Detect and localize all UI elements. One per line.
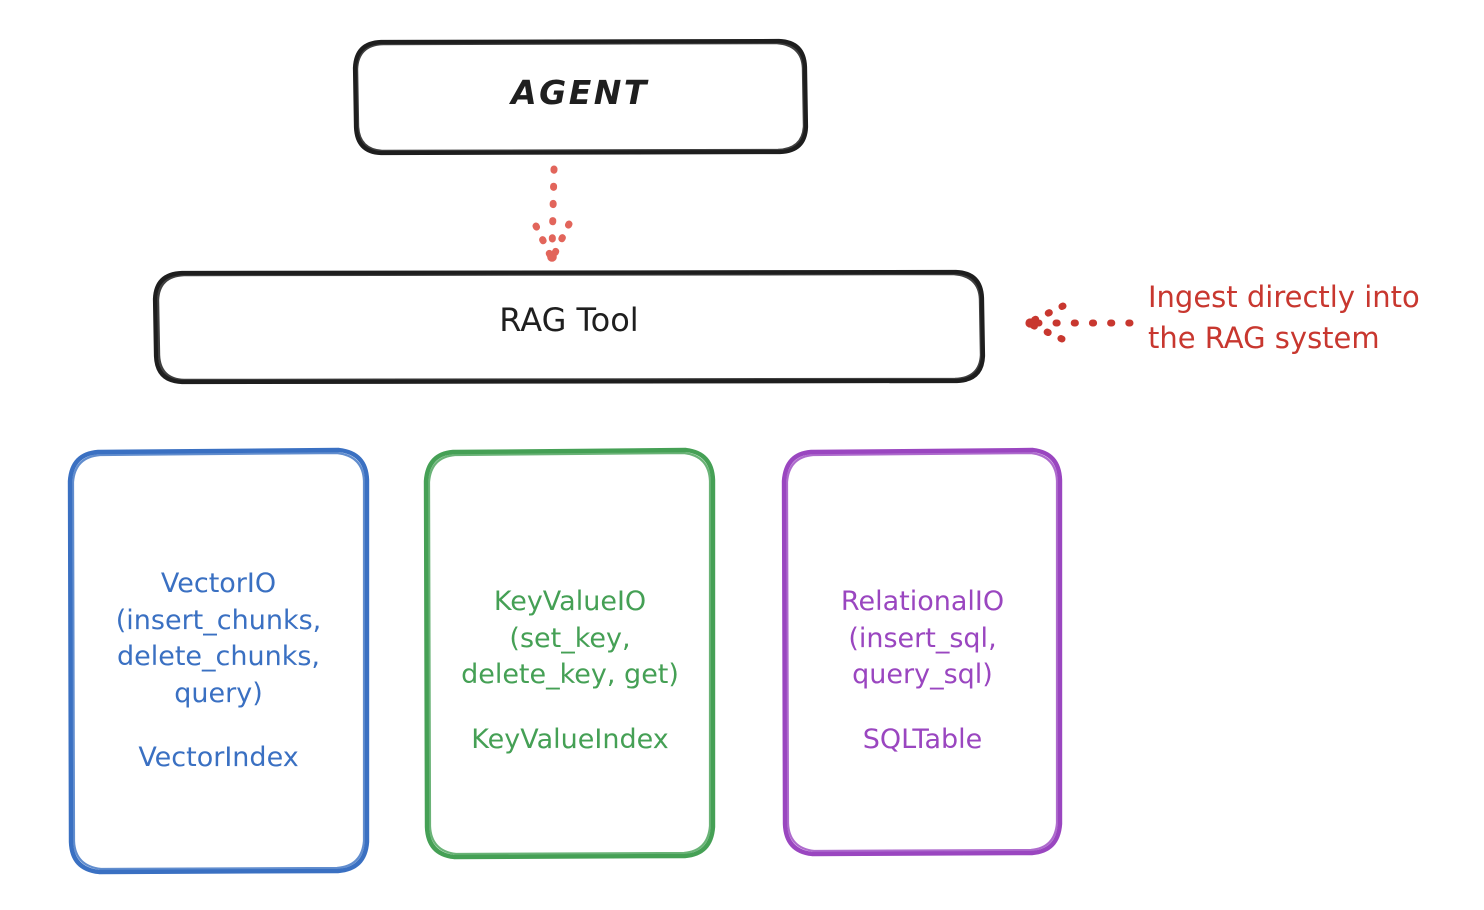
rag-tool-node-label: RAG Tool: [499, 301, 639, 339]
key-value-io-methods-label: KeyValueIO (set_key, delete_key, get): [461, 586, 679, 691]
vector-io-node-text: VectorIO (insert_chunks, delete_chunks, …: [70, 530, 367, 813]
relational-io-node-text: RelationalIO (insert_sql, query_sql) SQL…: [785, 548, 1060, 795]
relational-io-node-shape[interactable]: [781, 447, 1063, 857]
vector-io-index-label: VectorIndex: [138, 742, 299, 774]
agent-node-shape[interactable]: [352, 38, 809, 156]
ingest-annotation-text: Ingest directly into the RAG system: [1148, 280, 1420, 356]
agent-node-label: AGENT: [511, 73, 649, 112]
rag-tool-node-shape[interactable]: [152, 269, 986, 385]
vector-io-methods-label: VectorIO (insert_chunks, delete_chunks, …: [115, 568, 322, 709]
ingest-to-rag-tool-arrow: [1025, 302, 1134, 343]
relational-io-methods-label: RelationalIO (insert_sql, query_sql): [840, 586, 1005, 691]
key-value-io-node-shape[interactable]: [423, 447, 716, 860]
agent-to-rag-tool-arrow: [532, 165, 573, 262]
key-value-io-index-label: KeyValueIndex: [471, 723, 669, 755]
key-value-io-node-text: KeyValueIO (set_key, delete_key, get) Ke…: [427, 548, 713, 795]
relational-io-table-label: SQLTable: [862, 723, 983, 755]
vector-io-node-shape[interactable]: [67, 447, 370, 875]
